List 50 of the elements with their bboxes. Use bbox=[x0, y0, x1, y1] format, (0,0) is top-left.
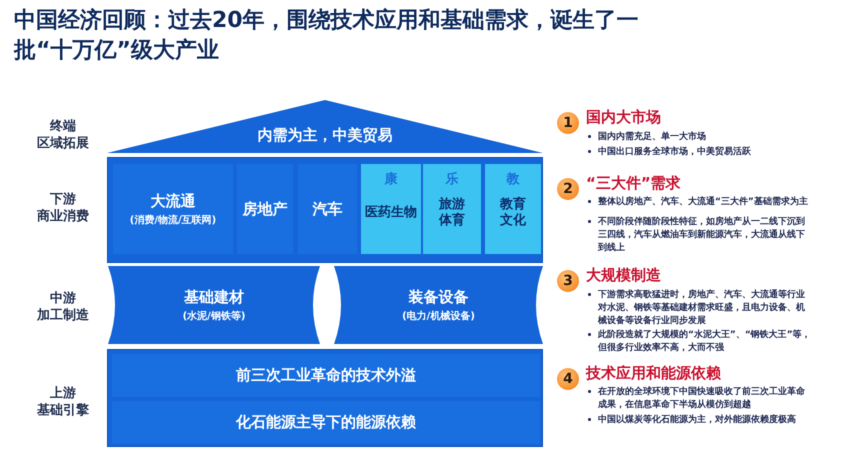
roof-shape bbox=[107, 100, 543, 153]
bullet-text: 在开放的全球环境下中国快速吸收了前三次工业革命成果，在信息革命下半场从模仿到超越 bbox=[598, 386, 806, 412]
node-subtitle: 医药生物 bbox=[365, 205, 417, 221]
node-label: 大流通 bbox=[150, 192, 196, 210]
industry-box bbox=[423, 164, 481, 254]
category-character: 教 bbox=[505, 171, 520, 188]
layer-label: 基础引擎 bbox=[36, 402, 90, 419]
number-badge: 1 bbox=[557, 112, 579, 134]
layer-label: 商业消费 bbox=[36, 208, 90, 225]
section-heading: “三大件”需求 bbox=[586, 174, 681, 193]
pillar-block bbox=[108, 266, 320, 344]
node-subtitle: 教育文化 bbox=[499, 197, 527, 229]
number-badge: 3 bbox=[557, 270, 579, 292]
layer-band bbox=[107, 157, 543, 263]
bullet-text: 中国出口服务全球市场，中美贸易活跃 bbox=[598, 146, 752, 159]
node-label: 装备设备 bbox=[408, 288, 468, 306]
layer-label: 终端 bbox=[48, 118, 77, 135]
node-subtitle: 旅游体育 bbox=[438, 197, 466, 229]
node-subtitle: (电力/机械设备) bbox=[402, 310, 475, 322]
title: 中国经济回顾：过去20年，围绕技术应用和基础需求，诞生了一批“十万亿”级大产业 bbox=[14, 6, 640, 65]
layer-label: 中游 bbox=[49, 290, 77, 307]
industry-box bbox=[485, 164, 541, 254]
bullet-text: 下游需求高歌猛进时，房地产、汽车、大流通等行业对水泥、钢铁等基础建材需求旺盛，且电力设备、机械设备等设备行业同步发展 bbox=[598, 289, 806, 328]
node-label: 内需为主，中美贸易 bbox=[258, 126, 392, 145]
node-label: 房地产 bbox=[242, 200, 288, 218]
section-heading: 技术应用和能源依赖 bbox=[586, 364, 721, 383]
layer-label: 下游 bbox=[49, 191, 77, 208]
category-character: 康 bbox=[384, 170, 398, 188]
section-heading: 国内大市场 bbox=[586, 108, 661, 127]
section-heading: 大规模制造 bbox=[586, 266, 661, 285]
industry-box bbox=[361, 164, 421, 254]
node-label: 基础建材 bbox=[184, 288, 244, 306]
node-label: 化石能源主导下的能源依赖 bbox=[236, 413, 416, 432]
node-label: 前三次工业革命的技术外溢 bbox=[236, 366, 416, 385]
number-badge: 4 bbox=[557, 368, 579, 390]
number-badge: 2 bbox=[557, 178, 579, 200]
layer-label: 加工制造 bbox=[36, 307, 90, 324]
layer-label: 上游 bbox=[49, 385, 77, 402]
bullet-text: 中国以煤炭等化石能源为主，对外能源依赖度极高 bbox=[598, 414, 797, 427]
bullet-text: 此阶段造就了大规模的“水泥大王”、“钢铁大王”等，但很多行业效率不高，大而不强 bbox=[598, 329, 812, 355]
category-character: 乐 bbox=[444, 170, 460, 188]
pillar-block bbox=[334, 266, 543, 344]
layer-band bbox=[107, 349, 543, 447]
node-subtitle: (水泥/钢铁等) bbox=[182, 310, 246, 322]
bullet-text: 不同阶段伴随阶段性特征，如房地产从一二线下沉到三四线，汽车从燃油车到新能源汽车，大流通从线下到线上 bbox=[598, 216, 806, 255]
bullet-text: 国内内需充足、单一大市场 bbox=[598, 131, 707, 144]
node-subtitle: (消费/物流/互联网) bbox=[130, 213, 216, 226]
bullet-text: 整体以房地产、汽车、大流通“三大件”基础需求为主 bbox=[598, 196, 809, 209]
node-label: 汽车 bbox=[312, 200, 342, 218]
layer-label: 区域拓展 bbox=[36, 135, 90, 152]
